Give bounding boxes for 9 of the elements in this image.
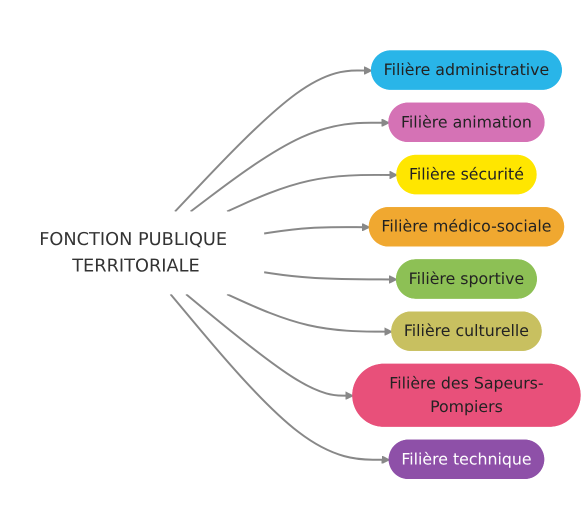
arrow [174, 66, 372, 212]
arrow [185, 293, 354, 400]
arrow [226, 170, 398, 212]
node-text: FONCTION PUBLIQUE TERRITORIALE [39, 229, 228, 276]
arrow [226, 293, 393, 336]
arrow [190, 118, 390, 212]
arrow [264, 222, 370, 234]
arrow [170, 293, 390, 464]
arrow [264, 271, 398, 284]
